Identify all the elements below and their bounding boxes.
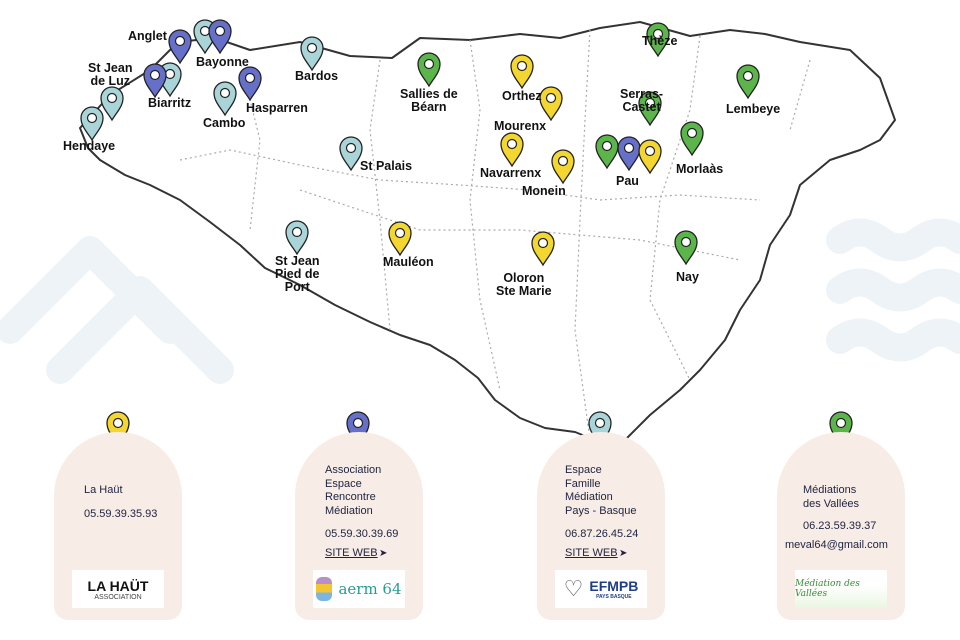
label-mourenx: Mourenx (494, 119, 547, 133)
logo-mediation-vallees: Médiation des Vallées (795, 570, 887, 608)
map-pin-icon[interactable] (339, 136, 363, 172)
logo-la-haut: LA HAÜT ASSOCIATION (72, 570, 164, 608)
card-title: Association Espace Rencontre Médiation (325, 464, 382, 517)
logo-text: Médiation des Vallées (795, 579, 860, 599)
label-orthez: Orthez (502, 89, 542, 103)
map-pin-icon[interactable] (80, 106, 104, 142)
card-phone: 05.59.30.39.69 (325, 528, 399, 540)
card-title: Médiations des Vallées (803, 484, 860, 510)
card-title: Espace Famille Médiation Pays - Basque (565, 464, 637, 517)
label-anglet: Anglet (128, 29, 167, 43)
label-bayonne: Bayonne (196, 55, 249, 69)
label-oloron: Oloron Ste Marie (496, 271, 552, 298)
map-pin-icon[interactable] (531, 231, 555, 267)
label-biarritz: Biarritz (148, 96, 192, 110)
map-pin-icon[interactable] (638, 91, 662, 127)
card-phone: 06.87.26.45.24 (565, 528, 639, 540)
cursor-icon: ➤ (379, 548, 388, 559)
card-phone: 05.59.39.35.93 (84, 508, 158, 520)
label-theze: Thèze (642, 34, 678, 48)
map-pin-icon[interactable] (595, 134, 619, 170)
logo-subtext: ASSOCIATION (94, 593, 142, 601)
map-pin-icon[interactable] (646, 22, 670, 58)
label-st-jean-pied-de-port: St Jean Pied de Port (275, 254, 320, 294)
label-nay: Nay (676, 270, 699, 284)
card-mediation-vallees: Médiations des Vallées 06.23.59.39.37 me… (777, 432, 905, 620)
map-pin-icon[interactable] (213, 81, 237, 117)
site-web-link[interactable]: SITE WEB (565, 547, 618, 559)
card-title: La Haüt (84, 484, 123, 496)
label-monein: Monein (522, 184, 566, 198)
logo-aerm: aerm 64 (313, 570, 405, 608)
map-pin-icon[interactable] (238, 66, 262, 102)
map-pin-icon[interactable] (510, 54, 534, 90)
map-pin-icon[interactable] (500, 132, 524, 168)
card-phone: 06.23.59.39.37 (803, 520, 877, 532)
label-hasparren: Hasparren (246, 101, 308, 115)
label-serras-castet: Serras- Castet (620, 87, 664, 114)
logo-efmpb: ♡ EFMPB PAYS BASQUE (555, 570, 647, 608)
map-pin-icon[interactable] (736, 64, 760, 100)
logo-subtext: PAYS BASQUE (596, 594, 632, 600)
map-pin-icon[interactable] (300, 36, 324, 72)
label-lembeye: Lembeye (726, 102, 781, 116)
label-navarrenx: Navarrenx (480, 166, 542, 180)
site-web-link[interactable]: SITE WEB (325, 547, 378, 559)
map-pin-icon[interactable] (143, 63, 167, 99)
map-pin-icon[interactable] (100, 86, 124, 122)
label-cambo: Cambo (203, 116, 246, 130)
logo-text: LA HAÜT (87, 577, 149, 594)
label-hendaye: Hendaye (63, 139, 116, 153)
label-bardos: Bardos (295, 69, 339, 83)
map-pin-icon[interactable] (617, 136, 641, 172)
card-efmpb: Espace Famille Médiation Pays - Basque 0… (537, 432, 665, 620)
aerm-emblem-icon (316, 577, 333, 601)
map-pin-icon[interactable] (680, 121, 704, 157)
card-aerm: Association Espace Rencontre Médiation 0… (295, 432, 423, 620)
label-st-palais: St Palais (360, 159, 413, 173)
label-morlaas: Morlaàs (676, 162, 724, 176)
label-st-jean-de-luz: St Jean de Luz (88, 61, 133, 88)
map-pin-icon[interactable] (539, 86, 563, 122)
card-email[interactable]: meval64@gmail.com (785, 539, 888, 551)
map-pin-icon[interactable] (551, 149, 575, 185)
card-la-haut: La Haüt 05.59.39.35.93 LA HAÜT ASSOCIATI… (54, 432, 182, 620)
logo-text: aerm 64 (338, 580, 402, 598)
logo-text: EFMPB (589, 578, 639, 594)
map-pin-icon[interactable] (638, 139, 662, 175)
map-pin-icon[interactable] (208, 19, 232, 55)
label-mauleon: Mauléon (383, 255, 434, 269)
family-hearts-icon: ♡ (563, 576, 584, 601)
map-pin-icon[interactable] (417, 52, 441, 88)
label-pau: Pau (616, 174, 639, 188)
map-pin-icon[interactable] (388, 221, 412, 257)
label-sallies: Sallies de Béarn (400, 87, 458, 114)
map-pin-icon[interactable] (285, 220, 309, 256)
map-pin-icon[interactable] (168, 29, 192, 65)
map-pin-icon[interactable] (674, 230, 698, 266)
cursor-icon: ➤ (619, 548, 628, 559)
